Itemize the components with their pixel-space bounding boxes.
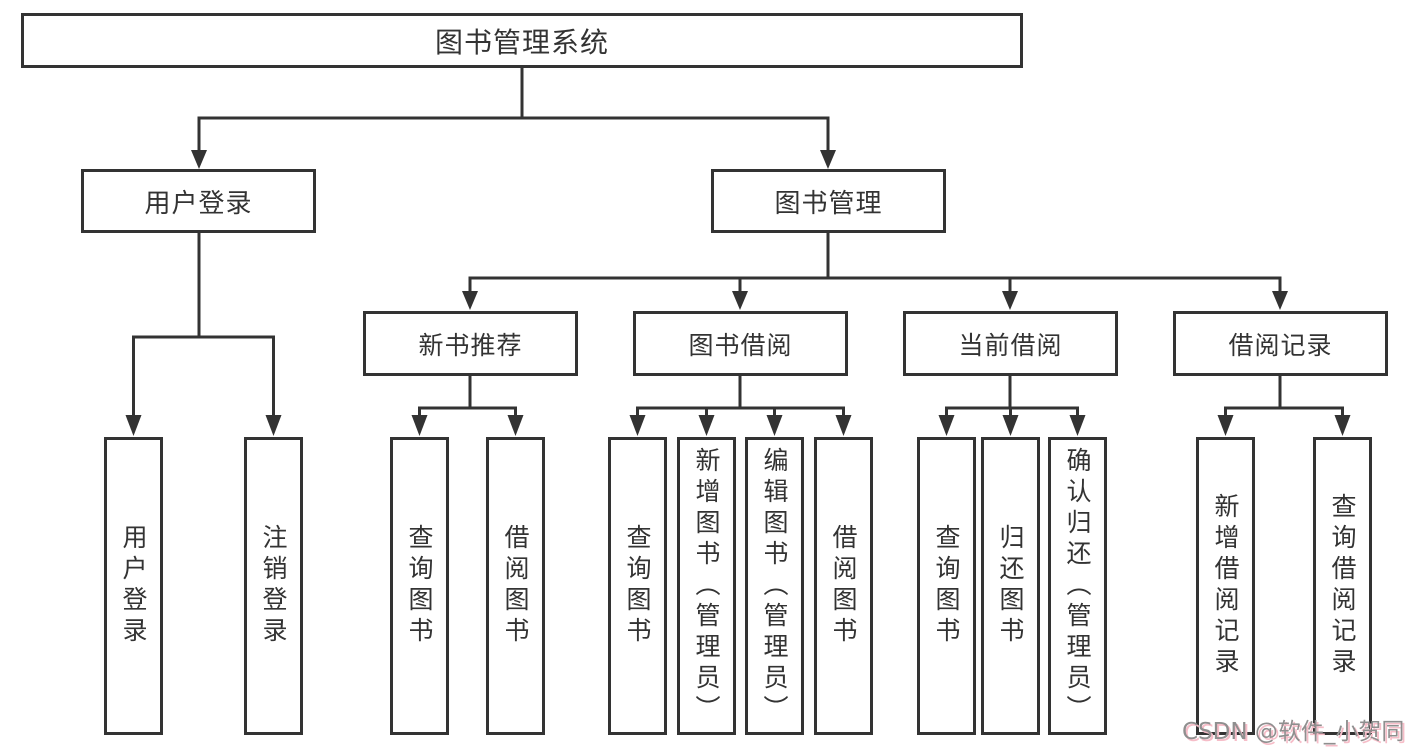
leaf-confirm-return-admin: 确认归还（管理员） bbox=[1048, 437, 1107, 735]
arrow-down-icon bbox=[629, 415, 646, 436]
node-root-label: 图书管理系统 bbox=[434, 25, 609, 59]
connector-current-borrow-children bbox=[938, 374, 1086, 436]
node-borrow-records: 借阅记录 bbox=[1173, 311, 1388, 376]
arrow-down-icon bbox=[125, 415, 142, 436]
node-root: 图书管理系统 bbox=[21, 13, 1023, 68]
leaf-user-login: 用户登录 bbox=[104, 437, 163, 735]
node-new-book-recommend-label: 新书推荐 bbox=[418, 330, 523, 360]
connector-borrow-record-children bbox=[1217, 374, 1351, 436]
arrow-down-icon bbox=[265, 415, 282, 436]
leaf-confirm-return-admin-label: 确认归还（管理员） bbox=[1063, 446, 1092, 726]
leaf-borrow-books-2: 借阅图书 bbox=[814, 437, 873, 735]
leaf-query-books-current-label: 查询图书 bbox=[932, 524, 961, 648]
arrow-down-icon bbox=[938, 415, 955, 436]
arrow-down-icon bbox=[462, 291, 478, 310]
arrow-down-icon bbox=[191, 150, 207, 169]
node-book-management: 图书管理 bbox=[711, 169, 946, 233]
leaf-user-login-label: 用户登录 bbox=[119, 524, 148, 648]
leaf-query-borrow-record-label: 查询借阅记录 bbox=[1328, 493, 1357, 679]
arrow-down-icon bbox=[1217, 415, 1234, 436]
leaf-return-book: 归还图书 bbox=[981, 437, 1040, 735]
connector-user-login-children bbox=[125, 231, 282, 436]
leaf-borrow-books-2-label: 借阅图书 bbox=[829, 524, 858, 648]
node-user-login: 用户登录 bbox=[81, 169, 316, 233]
connector-new-book-children bbox=[411, 374, 524, 436]
leaf-logout: 注销登录 bbox=[244, 437, 303, 735]
node-user-login-label: 用户登录 bbox=[144, 188, 253, 219]
node-book-management-label: 图书管理 bbox=[774, 188, 883, 219]
leaf-logout-label: 注销登录 bbox=[259, 524, 288, 648]
leaf-add-book-admin: 新增图书（管理员） bbox=[677, 437, 736, 735]
arrow-down-icon bbox=[732, 291, 748, 310]
leaf-query-books-current: 查询图书 bbox=[917, 437, 976, 735]
arrow-down-icon bbox=[1069, 415, 1086, 436]
node-book-borrow-label: 图书借阅 bbox=[688, 330, 793, 360]
leaf-borrow-books-new: 借阅图书 bbox=[486, 437, 545, 735]
connector-book-borrow-children bbox=[629, 374, 852, 436]
arrow-down-icon bbox=[835, 415, 852, 436]
leaf-return-book-label: 归还图书 bbox=[996, 524, 1025, 648]
connector-book-management-children bbox=[462, 231, 1288, 310]
node-current-borrow-label: 当前借阅 bbox=[958, 330, 1063, 360]
leaf-borrow-books-new-label: 借阅图书 bbox=[501, 524, 530, 648]
leaf-query-books-new: 查询图书 bbox=[390, 437, 449, 735]
leaf-add-borrow-record-label: 新增借阅记录 bbox=[1211, 493, 1240, 679]
arrow-down-icon bbox=[698, 415, 715, 436]
leaf-query-books-new-label: 查询图书 bbox=[405, 524, 434, 648]
leaf-edit-book-admin-label: 编辑图书（管理员） bbox=[760, 446, 789, 726]
node-borrow-records-label: 借阅记录 bbox=[1228, 330, 1333, 360]
leaf-query-borrow-record: 查询借阅记录 bbox=[1313, 437, 1372, 735]
arrow-down-icon bbox=[1002, 415, 1019, 436]
connector-root-to-level2 bbox=[191, 64, 836, 169]
leaf-add-borrow-record: 新增借阅记录 bbox=[1196, 437, 1255, 735]
leaf-query-books-borrow-label: 查询图书 bbox=[623, 524, 652, 648]
arrow-down-icon bbox=[1272, 291, 1288, 310]
node-new-book-recommend: 新书推荐 bbox=[363, 311, 578, 376]
arrow-down-icon bbox=[507, 415, 524, 436]
arrow-down-icon bbox=[1334, 415, 1351, 436]
arrow-down-icon bbox=[766, 415, 783, 436]
arrow-down-icon bbox=[820, 150, 836, 169]
leaf-query-books-borrow: 查询图书 bbox=[608, 437, 667, 735]
node-book-borrow: 图书借阅 bbox=[633, 311, 848, 376]
arrow-down-icon bbox=[1002, 291, 1018, 310]
arrow-down-icon bbox=[411, 415, 428, 436]
node-current-borrow: 当前借阅 bbox=[903, 311, 1118, 376]
leaf-edit-book-admin: 编辑图书（管理员） bbox=[745, 437, 804, 735]
watermark: CSDN @软件_小贺同学 bbox=[1182, 719, 1405, 745]
leaf-add-book-admin-label: 新增图书（管理员） bbox=[692, 446, 721, 726]
